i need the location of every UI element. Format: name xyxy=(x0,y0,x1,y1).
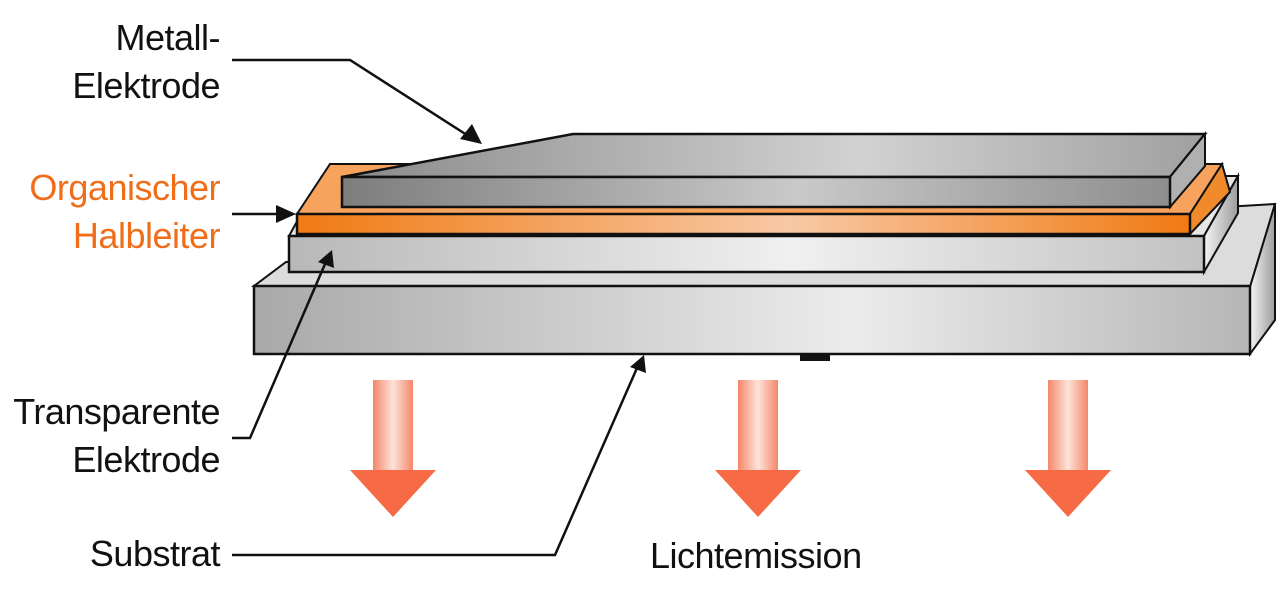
transparent-electrode-label-line1: Transparente xyxy=(13,391,220,432)
emission-arrow-right xyxy=(1025,380,1111,517)
substrate-label-text: Substrat xyxy=(89,533,221,574)
light-emission-label: Lichtemission xyxy=(650,532,862,580)
transparent-electrode-label-line2: Elektrode xyxy=(72,439,220,480)
organic-arrowhead xyxy=(276,205,296,223)
metal-electrode-leader xyxy=(232,58,471,139)
substrate-label: Substrat xyxy=(89,530,221,578)
organic-semiconductor-label-line2: Halbleiter xyxy=(72,215,221,256)
organic-semiconductor-label-line1: Organischer xyxy=(29,167,220,208)
metal-electrode-arrowhead xyxy=(460,124,482,144)
transparent-electrode-label: Transparente Elektrode xyxy=(13,388,220,484)
transparent-electrode-arrowhead xyxy=(318,250,334,268)
substrate-arrowhead xyxy=(630,355,646,373)
emission-arrow-middle xyxy=(715,380,801,517)
metal-electrode-label: Metall- Elektrode xyxy=(72,14,220,110)
light-emission-arrows xyxy=(350,380,1111,517)
transparent-electrode-leader xyxy=(232,263,327,440)
metal-electrode-label-line2: Elektrode xyxy=(72,65,220,106)
light-emission-label-text: Lichtemission xyxy=(650,535,862,576)
organic-semiconductor-label: Organischer Halbleiter xyxy=(29,164,220,260)
metal-electrode-layer xyxy=(340,131,1208,210)
leader-lines xyxy=(232,58,646,557)
emission-arrow-left xyxy=(350,380,436,517)
substrate-leader xyxy=(232,367,639,557)
metal-electrode-label-line1: Metall- xyxy=(115,17,220,58)
